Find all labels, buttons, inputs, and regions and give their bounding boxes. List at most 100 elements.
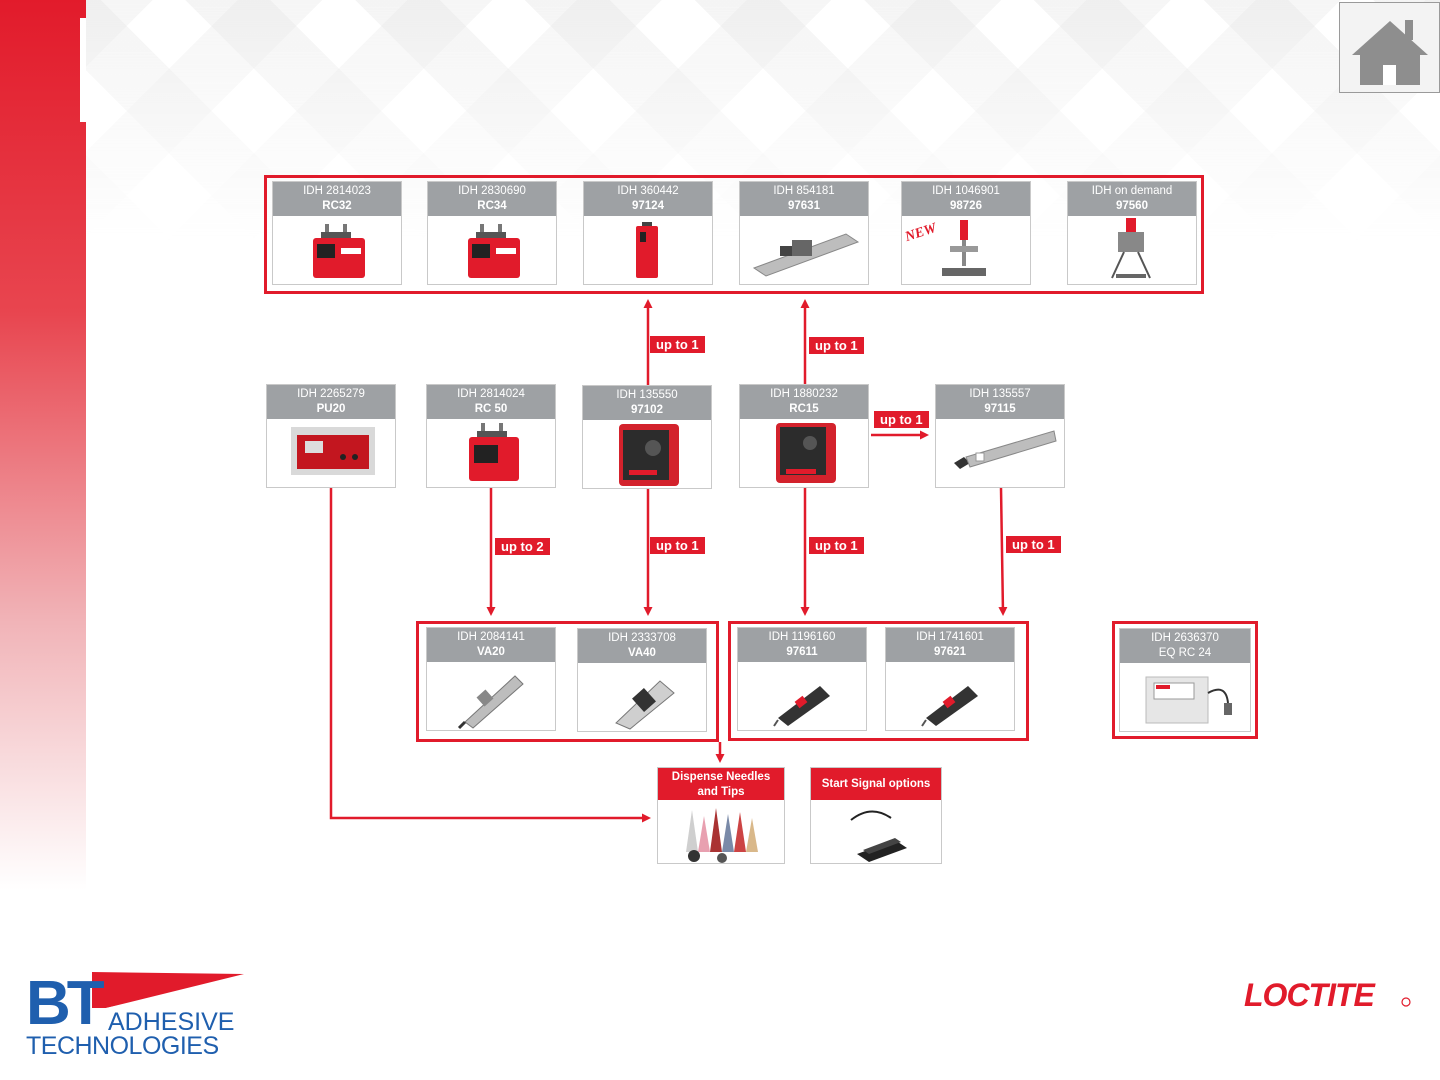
card-header: Dispense Needles and Tips [658,768,784,800]
model-label: 97124 [632,200,664,212]
product-card-97124[interactable]: IDH 360442 97124 [583,181,713,285]
card-header: IDH 2333708 VA40 [578,629,706,663]
bt-adhesive-technologies-logo: BT ADHESIVE TECHNOLOGIES [26,969,244,1058]
idh-label: IDH 135557 [969,388,1031,400]
bt-adhesive-text: ADHESIVE [108,1008,234,1036]
product-card-97560[interactable]: IDH on demand 97560 [1067,181,1197,285]
card-header: IDH 2814024 RC 50 [427,385,555,419]
va20-valve-image [457,675,524,730]
start-signal-label: Start Signal options [821,778,931,790]
idh-label: IDH 2830690 [458,185,526,197]
arrow-97115-to-97621 [998,487,1008,616]
card-header: IDH 2265279 PU20 [267,385,395,419]
model-label: 97611 [786,646,818,658]
card-header: IDH 2084141 VA20 [427,628,555,662]
card-header: IDH 2636370 EQ RC 24 [1120,629,1250,663]
idh-label: IDH 2636370 [1151,632,1219,644]
product-card-97115[interactable]: IDH 135557 97115 [935,384,1065,488]
card-header: IDH 854181 97631 [740,182,868,216]
card-header: IDH 1880232 RC15 [740,385,868,419]
model-label: 97102 [631,404,663,416]
badge-up-to-97631: up to 1 [809,337,864,354]
97124-unit-image [636,222,658,278]
foot-pedal-image [850,810,907,862]
model-label: 97631 [788,200,820,212]
product-card-97631[interactable]: IDH 854181 97631 [739,181,869,285]
97621-valve-image [921,686,978,727]
product-card-97621[interactable]: IDH 1741601 97621 [885,627,1015,731]
idh-label: IDH 2265279 [297,388,365,400]
new-tag: NEW [902,220,939,245]
97631-unit-image [752,233,860,277]
card-header: IDH 2814023 RC32 [273,182,401,216]
card-header: IDH 2830690 RC34 [428,182,556,216]
idh-label: IDH 2814024 [457,388,525,400]
product-card-eq-rc24[interactable]: IDH 2636370 EQ RC 24 [1119,628,1251,732]
idh-label: IDH 1046901 [932,185,1000,197]
loctite-wordmark: LOCTITE [1244,977,1377,1013]
model-label: VA20 [477,646,505,658]
product-card-97102[interactable]: IDH 135550 97102 [582,385,712,489]
product-card-va40[interactable]: IDH 2333708 VA40 [577,628,707,732]
97115-pen-image [954,430,1057,469]
idh-label: IDH 2814023 [303,185,371,197]
accessory-card-start-signal[interactable]: Start Signal options [810,767,942,864]
product-card-97611[interactable]: IDH 1196160 97611 [737,627,867,731]
card-header: IDH 1046901 98726 [902,182,1030,216]
arrow-pu20-to-needles [329,488,651,823]
needles-image [686,808,758,863]
idh-label: IDH 1196160 [768,631,836,643]
card-header: IDH 1741601 97621 [886,628,1014,662]
model-label: 97115 [984,403,1016,415]
valves-right-group [728,621,1029,741]
product-card-rc15[interactable]: IDH 1880232 RC15 [739,384,869,488]
97102-unit-image [619,424,679,486]
product-card-va20[interactable]: IDH 2084141 VA20 [426,627,556,731]
card-header: IDH on demand 97560 [1068,182,1196,216]
accessory-card-needles[interactable]: Dispense Needles and Tips [657,767,785,864]
card-header: IDH 135557 97115 [936,385,1064,419]
card-header: IDH 1196160 97611 [738,628,866,662]
rc32-unit-image [313,224,365,278]
card-header: IDH 360442 97124 [584,182,712,216]
product-card-rc34[interactable]: IDH 2830690 RC34 [427,181,557,285]
home-icon [1352,20,1428,85]
model-label: RC 50 [474,403,508,415]
idh-label: IDH 2084141 [457,631,525,643]
model-label: 97560 [1116,200,1148,212]
model-label: VA40 [628,647,656,659]
va40-valve-image [615,680,675,730]
product-card-rc50[interactable]: IDH 2814024 RC 50 [426,384,556,488]
idh-label: IDH 360442 [617,185,679,197]
needles-label: Dispense Needles and Tips [671,771,771,798]
bt-letters: BT [26,969,105,1038]
rc50-unit-image [469,423,519,481]
bt-technologies-text: TECHNOLOGIES [26,1032,219,1058]
rc34-unit-image [468,224,520,278]
card-header: Start Signal options [811,768,941,800]
model-label: RC32 [322,200,352,212]
model-label: 98726 [950,200,982,212]
side-band [0,0,86,890]
product-card-pu20[interactable]: IDH 2265279 PU20 [266,384,396,488]
idh-label: IDH 1880232 [770,388,838,400]
97611-valve-image [773,686,830,727]
badge-up-to-97115: up to 1 [874,411,929,428]
98726-unit-image: NEW [902,220,986,276]
badge-up-to-va40: up to 1 [650,537,705,554]
model-label: RC15 [789,403,819,415]
badge-up-to-97621: up to 1 [1006,536,1061,553]
idh-label: IDH on demand [1091,185,1173,197]
model-label: 97621 [934,646,966,658]
idh-label: IDH 2333708 [608,632,676,644]
product-card-98726[interactable]: IDH 1046901 98726 NEW [901,181,1031,285]
valves-left-group [416,621,719,742]
loctite-logo: LOCTITE [1244,977,1411,1013]
product-card-rc32[interactable]: IDH 2814023 RC32 [272,181,402,285]
pu20-unit-image [291,427,375,475]
badge-up-to-va20: up to 2 [495,538,550,555]
idh-label: IDH 1741601 [916,631,984,643]
badge-up-to-97611: up to 1 [809,537,864,554]
eq-rc24-unit-image [1145,676,1232,724]
